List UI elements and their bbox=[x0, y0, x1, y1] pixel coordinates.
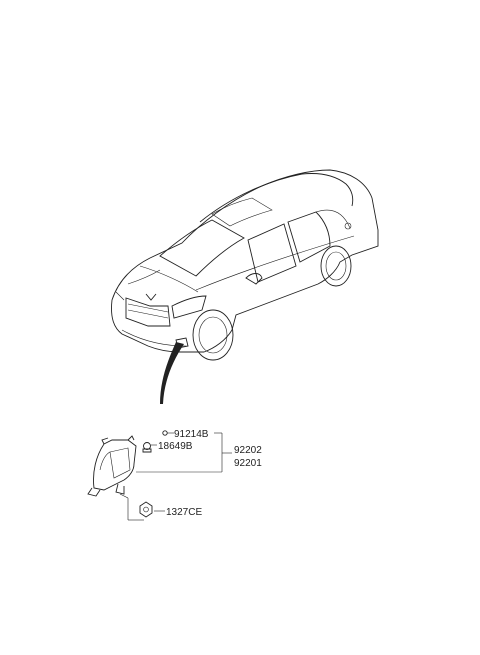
leader-lines bbox=[119, 432, 232, 521]
car-illustration bbox=[111, 169, 379, 361]
fog-lamp-assembly bbox=[87, 435, 137, 497]
part-label-nut: 1327CE bbox=[166, 507, 202, 518]
pointer-arrow bbox=[160, 342, 184, 404]
part-label-lamp-lh: 92201 bbox=[234, 458, 262, 469]
part-label-bulb: 18649B bbox=[158, 441, 193, 452]
bulb-icon bbox=[142, 442, 152, 453]
part-label-lamp-rh: 92202 bbox=[234, 445, 262, 456]
nut-icon bbox=[139, 501, 153, 518]
screw-icon bbox=[162, 430, 168, 436]
part-label-screw: 91214B bbox=[174, 429, 209, 440]
